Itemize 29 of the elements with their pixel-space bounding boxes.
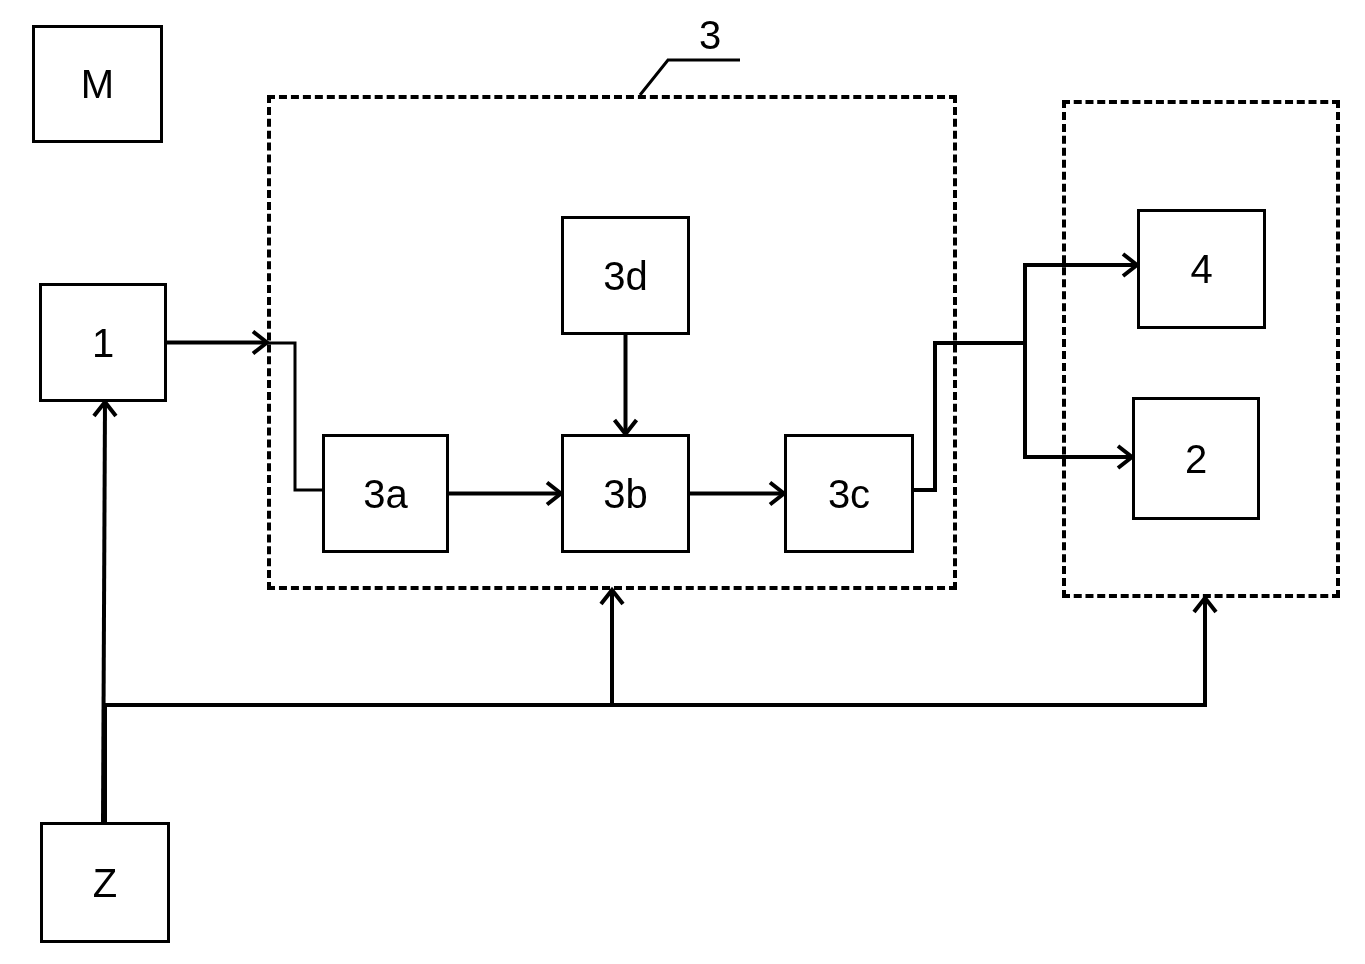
block-box xyxy=(561,216,690,335)
block-label: 3a xyxy=(363,473,408,514)
block-label: 2 xyxy=(1184,438,1208,479)
block-box xyxy=(561,434,690,553)
block-box xyxy=(1137,209,1266,329)
callout-number: 3 xyxy=(680,10,740,60)
arrow xyxy=(690,480,786,507)
dashed-group-box xyxy=(267,95,957,590)
block-box xyxy=(784,434,914,553)
leader-line xyxy=(638,58,742,96)
arrow xyxy=(91,400,118,822)
block-box xyxy=(322,434,449,553)
block-box xyxy=(1132,397,1260,520)
block-box xyxy=(32,25,163,143)
arrow xyxy=(449,480,563,507)
dashed-group-box xyxy=(1062,100,1340,598)
arrow xyxy=(612,335,639,436)
block-label: M xyxy=(80,64,115,104)
arrow xyxy=(167,329,269,356)
arrow xyxy=(914,341,1134,492)
block-label: 3c xyxy=(827,473,871,514)
leader-line xyxy=(267,341,322,492)
block-box xyxy=(39,283,167,402)
block-label: 3d xyxy=(603,255,648,296)
block-label: Z xyxy=(92,862,118,903)
block-box xyxy=(40,822,170,943)
block-label: 4 xyxy=(1190,249,1213,289)
block-label: 1 xyxy=(91,322,115,363)
block-label: 3b xyxy=(603,473,648,514)
